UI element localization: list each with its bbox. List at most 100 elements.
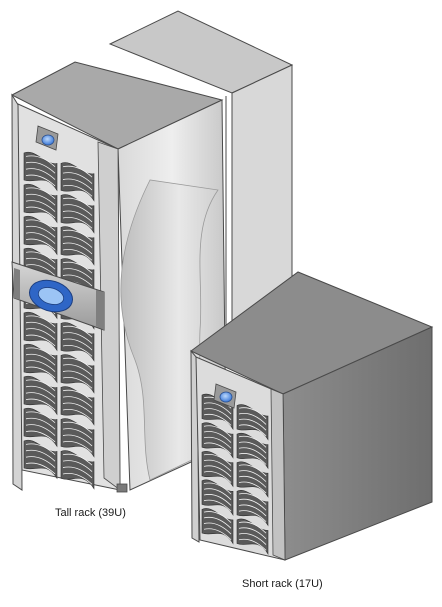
grille-slat [25,187,56,200]
grille-slat [62,389,93,402]
grille-slat [238,521,267,534]
grille-slat [203,511,232,523]
tall-rack-display-badge-icon [29,279,73,313]
grille-slat [25,251,56,264]
grille-slat [62,453,93,466]
grille-slat [25,347,56,360]
grille-slat [203,442,232,455]
grille-slat [62,345,93,357]
tall-rack [10,10,294,493]
grille-slat [62,261,93,274]
grille-slat [62,185,93,197]
grille-slat [238,527,267,540]
grille-slat [62,466,93,479]
grille-slat [25,232,56,244]
grille-slat [25,206,56,219]
grille-slat [238,481,267,494]
grille-slat [238,418,267,431]
grille-slat [203,471,232,483]
grille-slat [25,225,56,238]
grille-slat [25,411,56,424]
short-rack-grille [201,393,269,556]
grille-slat [62,197,93,210]
grille-slat [62,473,93,485]
grille-slat [25,155,56,168]
grille-slat [25,174,56,187]
grille-slat [25,238,56,251]
grille-slat [25,366,56,379]
grille-slat [62,441,93,453]
grille-slat [238,413,267,425]
grille-slat [25,430,56,443]
grille-slat [25,168,56,180]
grille-slat [203,459,232,472]
grille-slat [25,379,56,392]
tall-rack-caption: Tall rack (39U) [55,507,126,519]
grille-slat [25,353,56,366]
grille-slat [62,268,93,280]
grille-slat [25,456,56,468]
grille-slat [203,488,232,501]
grille-slat [25,417,56,430]
grille-slat [25,449,56,462]
grille-slat [203,522,232,535]
grille-slat [238,498,267,511]
grille-slat [62,460,93,472]
grille-slat [62,204,93,216]
grille-slat [238,447,267,460]
grille-slat [25,392,56,404]
short-rack-logo-icon [213,383,237,409]
grille-slat [62,217,93,229]
tall-rack-logo-icon [35,125,59,151]
grille-slat [62,274,93,287]
grille-slat [238,493,267,505]
grille-slat [62,377,93,389]
grille-slat [25,334,56,347]
grille-slat [203,454,232,466]
grille-slat [238,504,267,517]
grille-slat [62,338,93,351]
grille-slat [25,200,56,212]
grille-slat [62,229,93,242]
grille-slat [25,443,56,456]
grille-slat [238,464,267,477]
grille-slat [238,424,267,437]
grille-slat [62,396,93,408]
grille-slat [62,364,93,376]
grille-slat [25,257,56,270]
grille-slat [25,264,56,276]
grille-slat [62,165,93,178]
grille-slat [25,321,56,334]
grille-slat [62,236,93,248]
grille-slat [203,425,232,438]
grille-slat [238,533,267,545]
grille-slat [238,453,267,465]
grille-slat [62,428,93,440]
grille-slat [62,332,93,344]
grille-slat [238,538,267,551]
grille-slat [203,431,232,443]
grille-slat [62,357,93,370]
grille-slat [25,360,56,372]
grille-slat [238,470,267,482]
grille-slat [238,441,267,454]
grille-slat [62,325,93,338]
grille-slat [62,421,93,434]
short-rack-caption: Short rack (17U) [242,578,323,590]
grille-slat [203,402,232,415]
short-rack [190,271,434,561]
grille-slat [62,434,93,447]
grille-slat [203,482,232,495]
grille-slat [62,178,93,191]
grille-slat [62,249,93,261]
grille-slat [238,407,267,420]
grille-slat [203,528,232,541]
grille-slat [203,408,232,420]
grille-slat [238,435,267,448]
grille-slat [203,499,232,512]
grille-slat [62,172,93,184]
grille-slat [62,402,93,415]
grille-slat [203,436,232,449]
grille-slat [25,193,56,206]
